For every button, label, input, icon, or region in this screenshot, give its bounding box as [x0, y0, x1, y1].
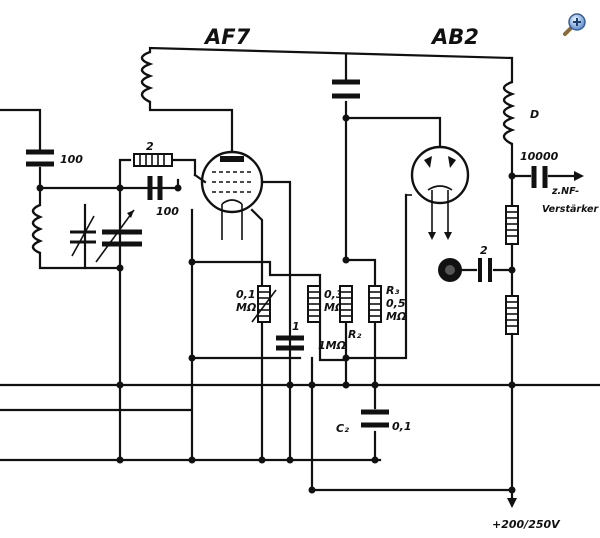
top-wiring	[0, 46, 514, 154]
capacitor-1: 1	[276, 320, 304, 351]
res-01-unit-label: MΩ	[236, 301, 256, 314]
coupling-capacitor-top	[332, 79, 360, 99]
res-01-label: 0,1	[236, 288, 256, 301]
capacitor-c2: C₂ 0,1	[336, 409, 412, 435]
cap-10000-label: 10000	[520, 150, 559, 163]
cap-100-top-label: 100	[60, 153, 83, 166]
c2-value-label: 0,1	[392, 420, 412, 433]
ab2-section-wiring	[344, 116, 408, 462]
res-r2-value-label: 1MΩ	[318, 339, 346, 352]
nf-output-label-1: z.NF-	[551, 186, 579, 197]
grid-leak-resistor: 2	[133, 140, 173, 167]
cap-100-grid-label: 100	[156, 205, 179, 218]
res-r2-label: R₂	[348, 328, 361, 341]
res-r3-value-label: 0,5	[386, 297, 406, 310]
grid-capacitor-100: 100	[147, 176, 179, 218]
resistor-r3: R₃ 0,5 MΩ	[368, 284, 406, 323]
choke-d-label: D	[530, 108, 539, 121]
c2-label: C₂	[336, 422, 349, 435]
res-03-label: 0,3	[324, 288, 344, 301]
res-r3-unit-label: MΩ	[386, 310, 406, 323]
tube-af7-label: AF7	[203, 25, 251, 49]
cap-2-eye-label: 2	[480, 244, 488, 257]
capacitor-100-top: 100	[26, 149, 83, 167]
nf-output-label-2: Verstärker	[542, 204, 600, 215]
tube-ab2: AB2	[406, 25, 479, 240]
cathode-network	[190, 208, 514, 492]
zoom-in-button[interactable]	[563, 12, 587, 36]
af7-plate-coil	[140, 50, 154, 104]
magic-eye-indicator: 2	[438, 244, 514, 282]
supply-voltage-label: +200/250V	[492, 518, 561, 531]
junction-dots	[36, 114, 516, 494]
variable-capacitors	[70, 209, 142, 263]
tube-ab2-label: AB2	[430, 25, 479, 49]
res-r3-label: R₃	[386, 284, 399, 297]
tube-af7: AF7	[140, 25, 292, 462]
right-column: D 10000 z.NF- Verstärker +200/250V	[492, 80, 600, 531]
resistor-0-1-megohm: 0,1 MΩ	[236, 285, 277, 323]
input-coil	[31, 203, 44, 255]
cap-2-grid-label: 2	[146, 140, 154, 153]
resistor-r2: R₂ 1MΩ	[318, 285, 361, 352]
magnifier-zoom-in-icon	[563, 13, 586, 36]
cap-1-label: 1	[292, 320, 300, 333]
resistor-0-3-megohm: 0,3 MΩ	[307, 285, 344, 323]
choke-d	[502, 80, 516, 146]
